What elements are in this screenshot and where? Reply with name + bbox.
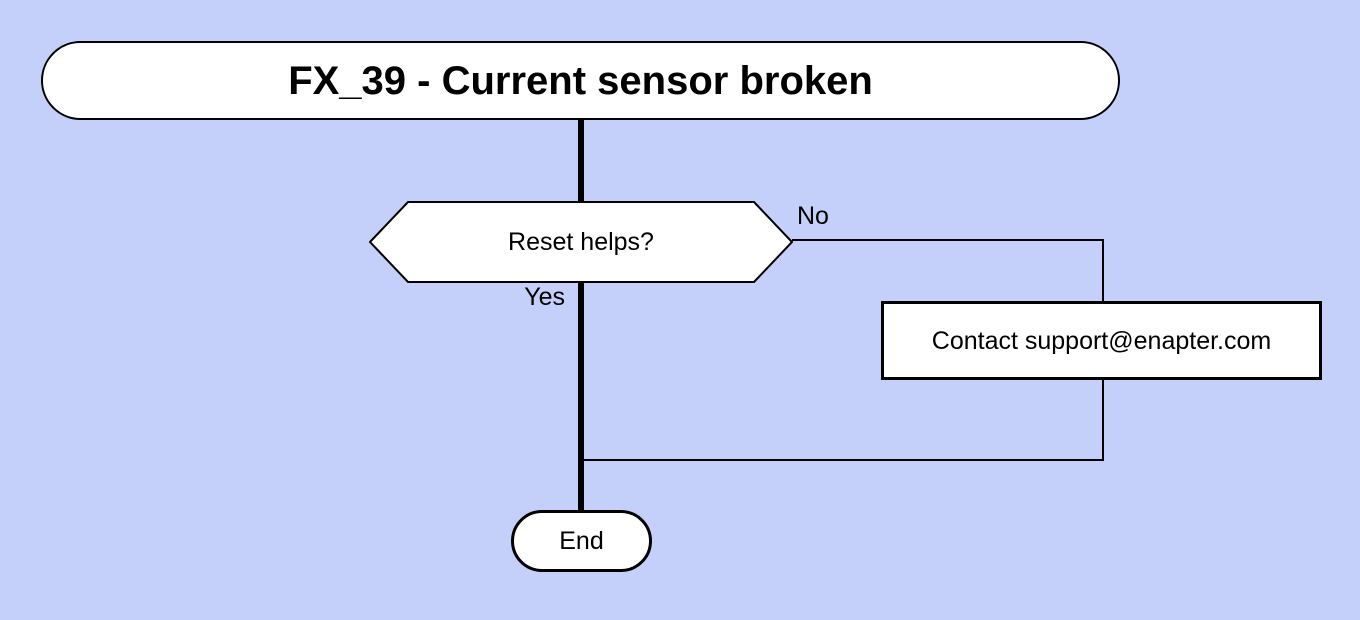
decision-label: Reset helps? [508, 227, 654, 256]
hexagon-shape [369, 201, 793, 283]
edge-yes-decision-to-end [578, 281, 584, 513]
branch-label-yes: Yes [524, 283, 565, 311]
edge-contact-return [581, 459, 1104, 461]
title-node: FX_39 - Current sensor broken [41, 41, 1120, 120]
edge-no-branch-horizontal [792, 239, 1104, 241]
contact-node: Contact support@enapter.com [881, 301, 1322, 380]
decision-node: Reset helps? [369, 200, 793, 284]
edge-title-to-decision [578, 119, 584, 203]
branch-label-no: No [797, 202, 829, 230]
contact-label: Contact support@enapter.com [931, 326, 1272, 355]
end-label: End [559, 527, 604, 555]
page-title: FX_39 - Current sensor broken [288, 58, 873, 103]
end-node: End [511, 510, 652, 572]
